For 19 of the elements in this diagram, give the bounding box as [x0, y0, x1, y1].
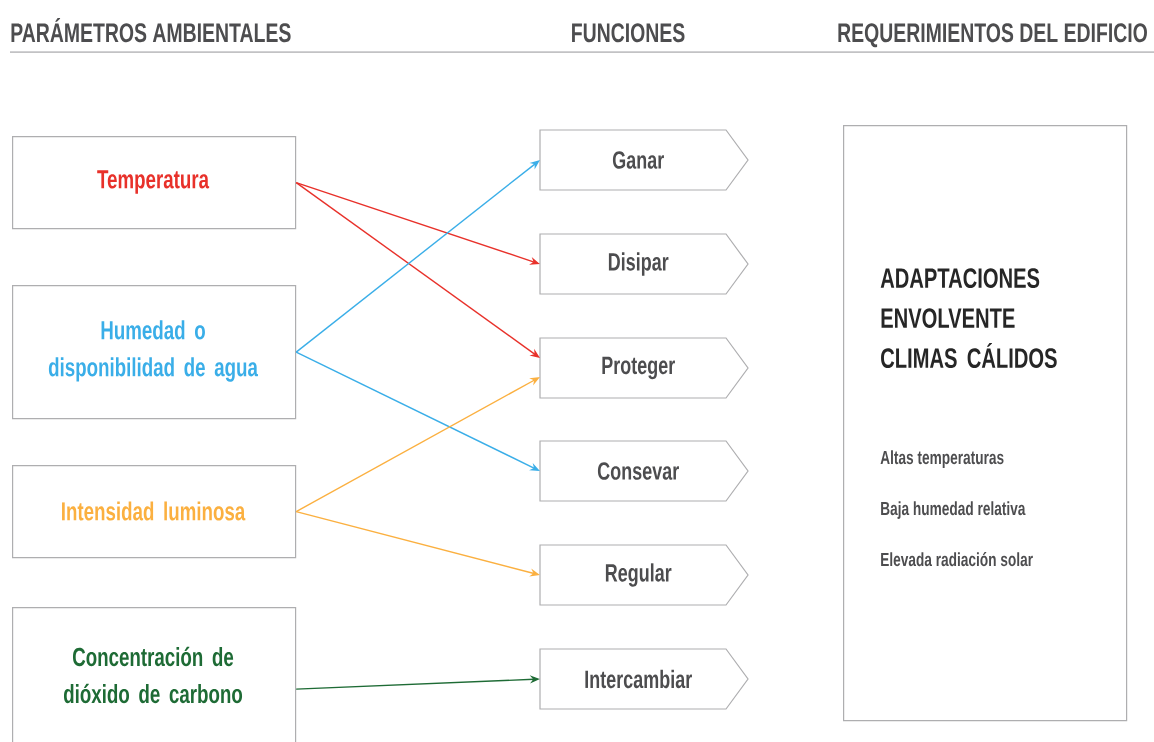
- function-arrow-box: Proteger: [539, 337, 749, 399]
- function-arrow-box: Ganar: [539, 129, 749, 191]
- parameter-box: Intensidad luminosa: [12, 465, 297, 559]
- requirement-item: Elevada radiación solar: [881, 552, 1033, 567]
- function-arrow-box: Disipar: [539, 233, 749, 295]
- parameter-box: Humedad o disponibilidad de agua: [12, 285, 297, 420]
- column-heading: PARÁMETROS AMBIENTALES: [11, 18, 291, 43]
- requirement-item: Altas temperaturas: [880, 450, 1004, 468]
- parameter-box: Temperatura: [12, 136, 297, 230]
- box-heading: ADAPTACIONES ENVOLVENTE CLIMAS CÁLIDOS: [880, 268, 1057, 368]
- function-arrow-box: Intercambiar: [539, 648, 749, 710]
- arrow: [295, 377, 540, 513]
- column-heading: REQUERIMIENTOS DEL EDIFICIO: [838, 23, 1147, 48]
- function-arrow-box: Regular: [539, 544, 749, 606]
- requirement-item: Baja humedad relativa: [881, 501, 1026, 519]
- requirements-box: [843, 125, 1128, 722]
- function-arrow-box: Consevar: [539, 440, 749, 502]
- column-heading: FUNCIONES: [572, 23, 685, 43]
- parameter-box: Concentración de dióxido de carbono: [12, 607, 297, 742]
